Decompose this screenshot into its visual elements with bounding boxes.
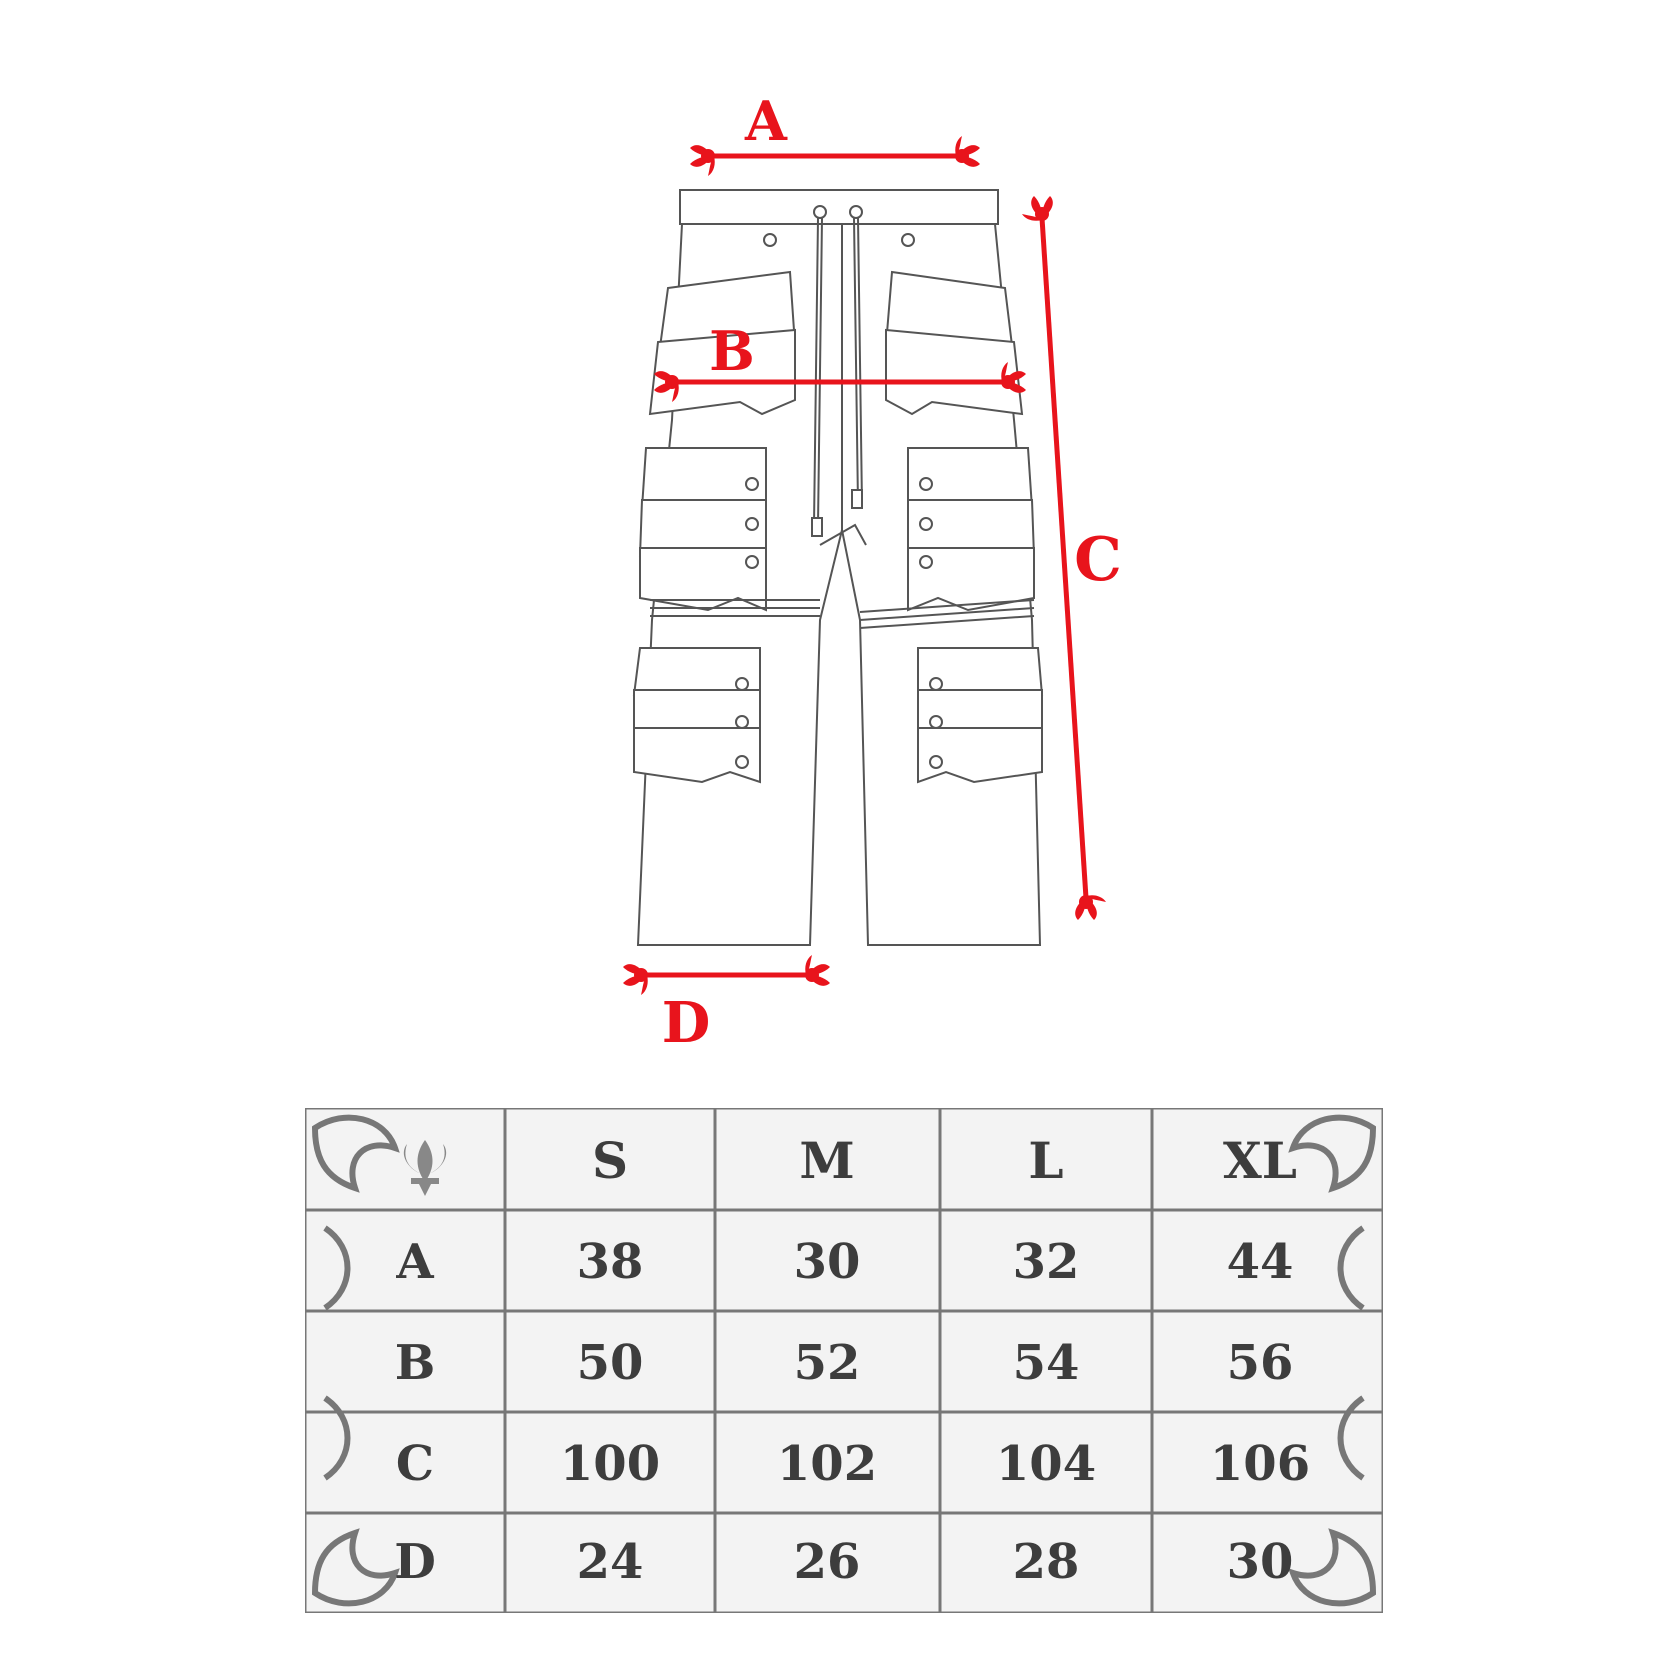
drawstring-eyelet xyxy=(813,205,827,219)
cell-d-xl: 30 xyxy=(1227,1534,1294,1590)
pocket-flap xyxy=(648,328,796,416)
label-a: A xyxy=(744,89,788,153)
label-d: D xyxy=(662,990,711,1056)
cell-d-s: 24 xyxy=(577,1534,644,1590)
measure-a: A xyxy=(690,89,980,176)
cargo-pocket xyxy=(639,547,767,612)
cell-c-s: 100 xyxy=(560,1436,660,1492)
drawstring-eyelet xyxy=(849,205,863,219)
col-header-xl: XL xyxy=(1223,1131,1297,1190)
cell-a-m: 30 xyxy=(794,1234,861,1290)
row-label-d: D xyxy=(394,1534,436,1590)
cell-b-m: 52 xyxy=(794,1335,861,1391)
measure-b: B xyxy=(654,319,1026,402)
label-b: B xyxy=(709,319,755,383)
row-label-c: C xyxy=(396,1436,434,1492)
col-header-s: S xyxy=(592,1131,628,1190)
cell-b-l: 54 xyxy=(1013,1335,1080,1391)
col-header-m: M xyxy=(799,1131,854,1190)
fleur-de-lis-icon xyxy=(403,1140,447,1196)
cell-c-xl: 106 xyxy=(1210,1436,1310,1492)
label-c: C xyxy=(1074,525,1122,595)
cargo-pocket xyxy=(907,547,1035,612)
waistband xyxy=(679,189,999,225)
cell-c-m: 102 xyxy=(777,1436,877,1492)
cell-a-l: 32 xyxy=(1013,1234,1080,1290)
col-header-l: L xyxy=(1028,1131,1063,1190)
row-label-a: A xyxy=(395,1234,434,1290)
cargo-pocket xyxy=(633,727,761,784)
cell-b-s: 50 xyxy=(577,1335,644,1391)
pocket-flap xyxy=(885,328,1024,416)
measure-d: D xyxy=(623,955,830,1056)
cell-c-l: 104 xyxy=(996,1436,1096,1492)
cell-d-m: 26 xyxy=(794,1534,861,1590)
cargo-pocket xyxy=(917,727,1043,784)
cell-b-xl: 56 xyxy=(1227,1335,1294,1391)
knee-band xyxy=(650,599,820,617)
cell-d-l: 28 xyxy=(1013,1534,1080,1590)
ornament-corners xyxy=(311,1114,1377,1607)
cell-a-xl: 44 xyxy=(1227,1234,1294,1290)
size-chart-table: S M L XL A 38 30 32 44 B 50 52 54 56 C 1… xyxy=(305,1108,1383,1613)
measure-c: C xyxy=(1022,196,1122,920)
cell-a-s: 38 xyxy=(577,1234,644,1290)
pants-outline xyxy=(632,189,1044,946)
row-label-b: B xyxy=(395,1335,436,1391)
